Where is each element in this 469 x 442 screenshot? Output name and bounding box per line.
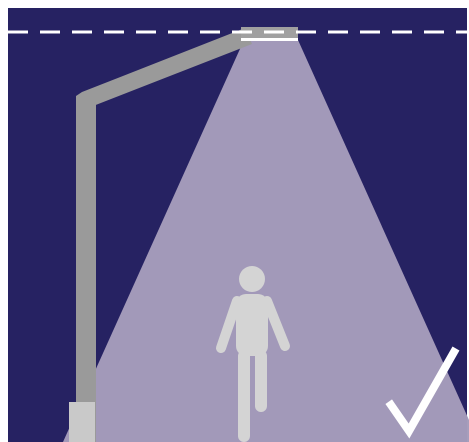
pedestrian-head	[239, 266, 265, 292]
lamp-lens	[241, 38, 298, 41]
pedestrian-left-leg	[238, 350, 250, 442]
pole-base-block	[69, 402, 95, 442]
pedestrian-right-leg	[255, 350, 267, 412]
light-pole	[76, 96, 96, 442]
